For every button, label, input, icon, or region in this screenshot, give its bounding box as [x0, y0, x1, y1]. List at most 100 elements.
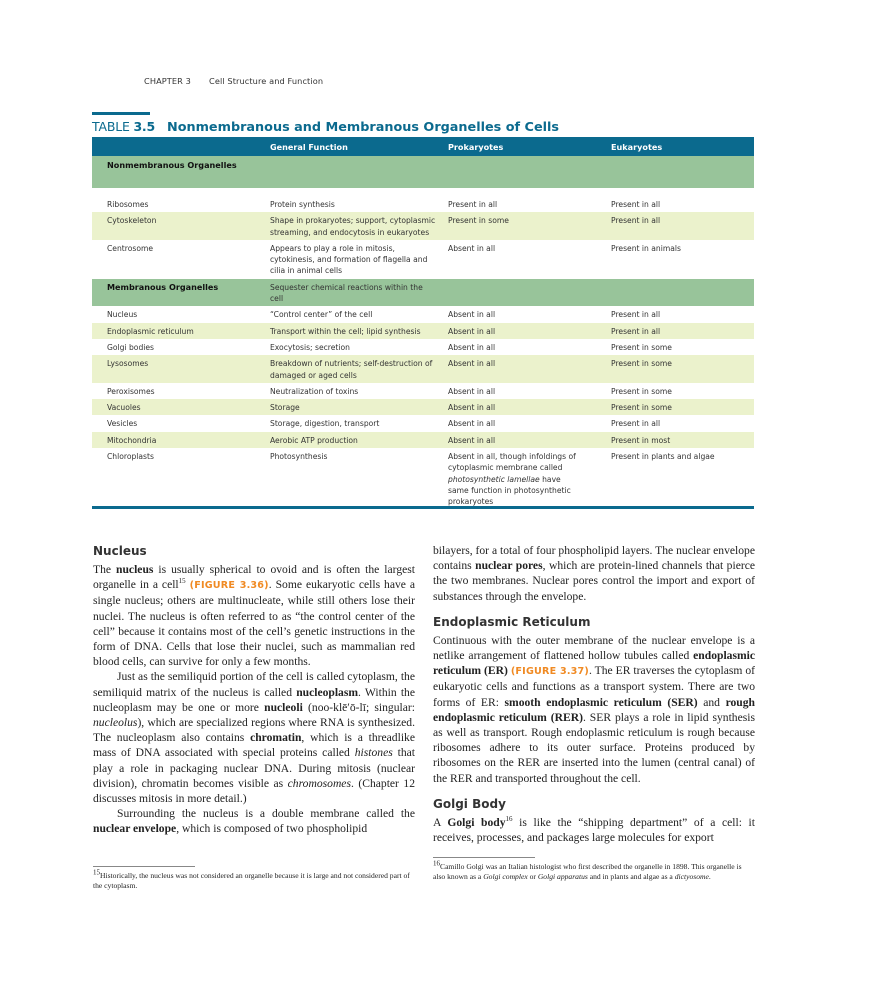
paragraph-golgi: A Golgi body16 is like the “shipping dep…	[433, 814, 755, 845]
organelle-eukaryotes: Present in most	[611, 431, 754, 449]
figure-ref-3-36[interactable]: (FIGURE 3.36)	[189, 580, 269, 592]
term-golgi-body: Golgi body	[447, 815, 506, 829]
organelle-eukaryotes: Present in all	[611, 415, 754, 432]
organelle-function: Breakdown of nutrients; self-destruction…	[270, 355, 448, 383]
organelle-eukaryotes: Present in some	[611, 382, 754, 400]
section-row-membranous: Membranous Organelles Sequester chemical…	[92, 278, 754, 307]
heading-golgi-body: Golgi Body	[433, 796, 506, 811]
organelle-eukaryotes: Present in plants and algae	[611, 448, 754, 510]
organelle-function: Appears to play a role in mitosis, cytok…	[270, 239, 448, 279]
section-title: Membranous Organelles	[92, 278, 270, 307]
organelle-name: Endoplasmic reticulum	[92, 322, 270, 339]
organelle-function: “Control center” of the cell	[270, 306, 448, 323]
organelle-name: Vesicles	[92, 415, 270, 432]
organelle-prokaryotes: Absent in all	[448, 415, 611, 432]
organelle-name: Cytoskeleton	[92, 212, 270, 240]
footnote-rule-right	[433, 857, 535, 858]
organelle-function: Aerobic ATP production	[270, 431, 448, 449]
term-nucleus: nucleus	[116, 563, 154, 576]
organelle-prokaryotes: Absent in all	[448, 431, 611, 449]
organelles-table: General Function Prokaryotes Eukaryotes …	[92, 137, 754, 510]
section-title: Nonmembranous Organelles	[92, 156, 270, 188]
table-row: Cytoskeleton Shape in prokaryotes; suppo…	[92, 212, 754, 240]
table-label: TABLE 3.5	[92, 119, 155, 134]
organelle-function: Transport within the cell; lipid synthes…	[270, 322, 448, 339]
organelle-name: Peroxisomes	[92, 382, 270, 400]
table-label-prefix: TABLE	[92, 119, 134, 134]
footnote-16: 16Camillo Golgi was an Italian histologi…	[433, 859, 742, 881]
table-row: Ribosomes Protein synthesis Present in a…	[92, 188, 754, 213]
paragraph-nucleus-3: Surrounding the nucleus is a double memb…	[93, 807, 415, 836]
organelle-eukaryotes: Present in some	[611, 338, 754, 356]
table-row: Lysosomes Breakdown of nutrients; self-d…	[92, 355, 754, 383]
footnote-rule-left	[93, 866, 195, 867]
organelle-eukaryotes: Present in animals	[611, 239, 754, 279]
table-row: Vacuoles Storage Absent in all Present i…	[92, 399, 754, 416]
paragraph-er: Continuous with the outer membrane of th…	[433, 633, 756, 785]
table-row: Endoplasmic reticulum Transport within t…	[92, 322, 754, 339]
organelle-function: Protein synthesis	[270, 188, 448, 213]
footnote-ref-15[interactable]: 15	[178, 577, 186, 586]
column-header-eukaryotes: Eukaryotes	[611, 137, 754, 156]
column-header-prokaryotes: Prokaryotes	[448, 137, 611, 156]
term-nucleoli: nucleoli	[264, 700, 303, 714]
table-row: Golgi bodies Exocytosis; secretion Absen…	[92, 338, 754, 356]
term-er: endoplasmic reticulum (ER)	[433, 649, 755, 678]
column-header-general-function: General Function	[270, 137, 448, 156]
text-column-left: Nucleus The nucleus is usually spherical…	[93, 543, 415, 836]
table-row: Peroxisomes Neutralization of toxins Abs…	[92, 382, 754, 400]
heading-nucleus: Nucleus	[93, 544, 147, 558]
paragraph-nucleus-3-continued: bilayers, for a total of four phospholip…	[433, 544, 755, 603]
organelle-prokaryotes: Absent in all, though infoldings of cyto…	[448, 448, 611, 510]
organelle-name: Chloroplasts	[92, 448, 270, 510]
organelle-function: Neutralization of toxins	[270, 382, 448, 400]
table-row: Mitochondria Aerobic ATP production Abse…	[92, 431, 754, 449]
table-bottom-rule	[92, 506, 754, 509]
running-head: CHAPTER 3 Cell Structure and Function	[144, 76, 323, 86]
organelle-prokaryotes: Absent in all	[448, 382, 611, 400]
table-number: 3.5	[133, 119, 155, 134]
organelle-name: Ribosomes	[92, 188, 270, 213]
table-header-row: General Function Prokaryotes Eukaryotes	[92, 137, 754, 156]
footnote-15: 15Historically, the nucleus was not cons…	[93, 868, 410, 890]
organelle-prokaryotes: Absent in all	[448, 355, 611, 383]
term-ser: smooth endoplasmic reticulum (SER)	[504, 695, 698, 709]
organelle-eukaryotes: Present in all	[611, 306, 754, 323]
term-nuclear-envelope: nuclear envelope	[93, 822, 177, 836]
term-chromatin: chromatin	[250, 731, 302, 745]
section-function: Sequester chemical reactions within the …	[270, 278, 448, 307]
section-row-nonmembranous: Nonmembranous Organelles	[92, 156, 754, 188]
figure-ref-3-37[interactable]: (FIGURE 3.37)	[510, 666, 590, 678]
organelle-eukaryotes: Present in all	[611, 212, 754, 240]
organelle-prokaryotes: Absent in all	[448, 239, 611, 279]
organelle-prokaryotes: Absent in all	[448, 306, 611, 323]
organelle-prokaryotes: Absent in all	[448, 338, 611, 356]
section-function	[270, 156, 448, 188]
paragraph-nucleus-2: Just as the semiliquid portion of the ce…	[93, 670, 415, 806]
table-row: Chloroplasts Photosynthesis Absent in al…	[92, 448, 754, 510]
organelle-name: Lysosomes	[92, 355, 270, 383]
paragraph-nucleus-1: The nucleus is usually spherical to ovoi…	[93, 563, 415, 669]
organelle-prokaryotes: Absent in all	[448, 322, 611, 339]
organelle-function: Shape in prokaryotes; support, cytoplasm…	[270, 212, 448, 240]
organelle-name: Mitochondria	[92, 431, 270, 449]
organelle-prokaryotes: Present in some	[448, 212, 611, 240]
table-row: Centrosome Appears to play a role in mit…	[92, 239, 754, 279]
organelle-eukaryotes: Present in some	[611, 399, 754, 416]
organelle-prokaryotes: Present in all	[448, 188, 611, 213]
term-rer: rough endoplasmic reticulum (RER)	[433, 695, 756, 724]
organelle-eukaryotes: Present in all	[611, 322, 754, 339]
table-title: TABLE 3.5 Nonmembranous and Membranous O…	[92, 119, 559, 135]
organelle-function: Storage	[270, 399, 448, 416]
organelle-name: Nucleus	[92, 306, 270, 323]
organelle-function: Photosynthesis	[270, 448, 448, 510]
organelle-function: Exocytosis; secretion	[270, 338, 448, 356]
heading-endoplasmic-reticulum: Endoplasmic Reticulum	[433, 614, 591, 629]
term-nucleoplasm: nucleoplasm	[296, 685, 359, 699]
footnote-ref-16[interactable]: 16	[505, 814, 513, 823]
organelle-name: Vacuoles	[92, 399, 270, 416]
table-row: Nucleus “Control center” of the cell Abs…	[92, 306, 754, 323]
text-column-right: bilayers, for a total of four phospholip…	[433, 543, 755, 845]
organelle-eukaryotes: Present in some	[611, 355, 754, 383]
organelle-name: Centrosome	[92, 239, 270, 279]
